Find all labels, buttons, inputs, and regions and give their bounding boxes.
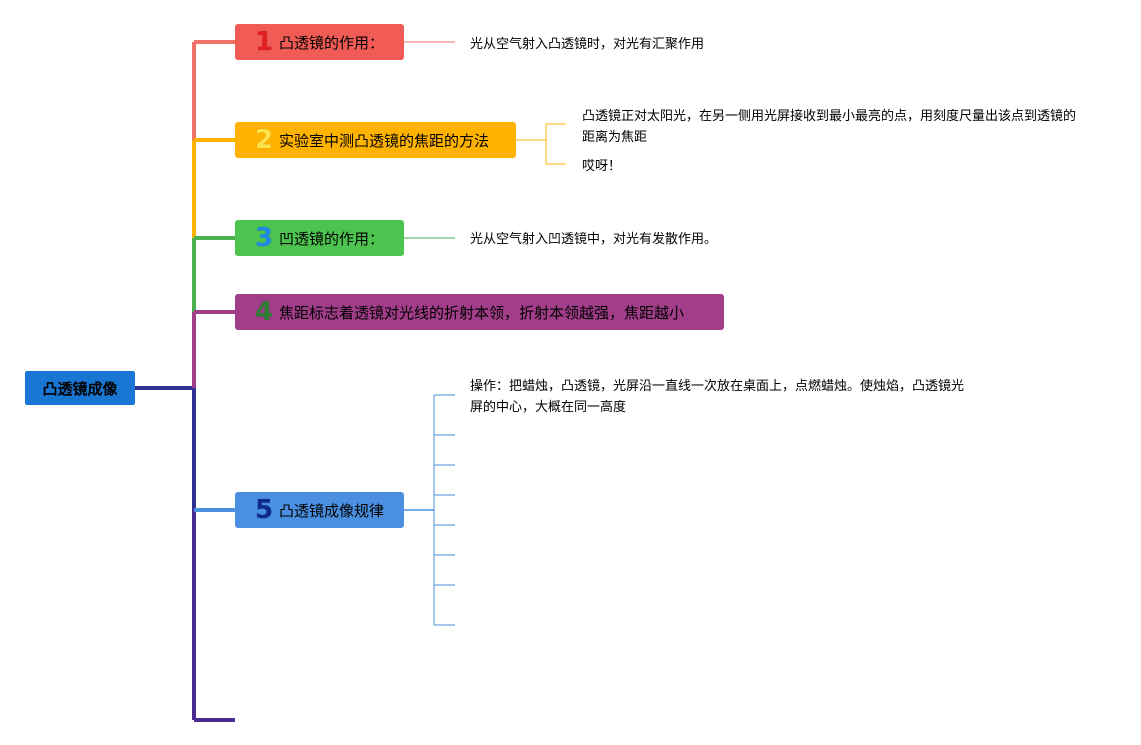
branch-4-number-icon: 4: [254, 297, 274, 327]
branch-4-label: 焦距标志着透镜对光线的折射本领，折射本领越强，焦距越小: [279, 303, 685, 322]
branch-1[interactable]: 1 凸透镜的作用：: [235, 24, 404, 60]
branch-3-note[interactable]: 光从空气射入凹透镜中，对光有发散作用。: [470, 232, 718, 247]
branch-4[interactable]: 4 焦距标志着透镜对光线的折射本领，折射本领越强，焦距越小: [235, 294, 724, 330]
branch-2-note-2[interactable]: 哎呀！: [582, 159, 622, 174]
branch-3-number-icon: 3: [254, 223, 274, 253]
branch-2[interactable]: 2 实验室中测凸透镜的焦距的方法: [235, 122, 516, 158]
branch-5-label: 凸透镜成像规律: [279, 501, 385, 520]
branch-5-number-icon: 5: [254, 495, 274, 525]
branch-5-note[interactable]: 操作：把蜡烛，凸透镜，光屏沿一直线一次放在桌面上，点燃蜡烛。使烛焰，凸透镜光屏的…: [470, 379, 965, 415]
branch-2-label: 实验室中测凸透镜的焦距的方法: [279, 131, 490, 150]
branch-2-note-1[interactable]: 凸透镜正对太阳光，在另一侧用光屏接收到最小最亮的点，用刻度尺量出该点到透镜的距离…: [582, 109, 1077, 145]
branch-2-number-icon: 2: [254, 125, 274, 155]
branch-3[interactable]: 3 凹透镜的作用：: [235, 220, 404, 256]
branch-1-label: 凸透镜的作用：: [279, 33, 385, 52]
branch-3-label: 凹透镜的作用：: [279, 229, 385, 248]
branch-1-note[interactable]: 光从空气射入凸透镜时，对光有汇聚作用: [470, 37, 705, 52]
branch-5[interactable]: 5 凸透镜成像规律: [235, 492, 404, 528]
root-topic-label: 凸透镜成像: [42, 379, 118, 398]
root-topic[interactable]: 凸透镜成像: [25, 371, 135, 405]
branch-1-number-icon: 1: [254, 27, 274, 57]
